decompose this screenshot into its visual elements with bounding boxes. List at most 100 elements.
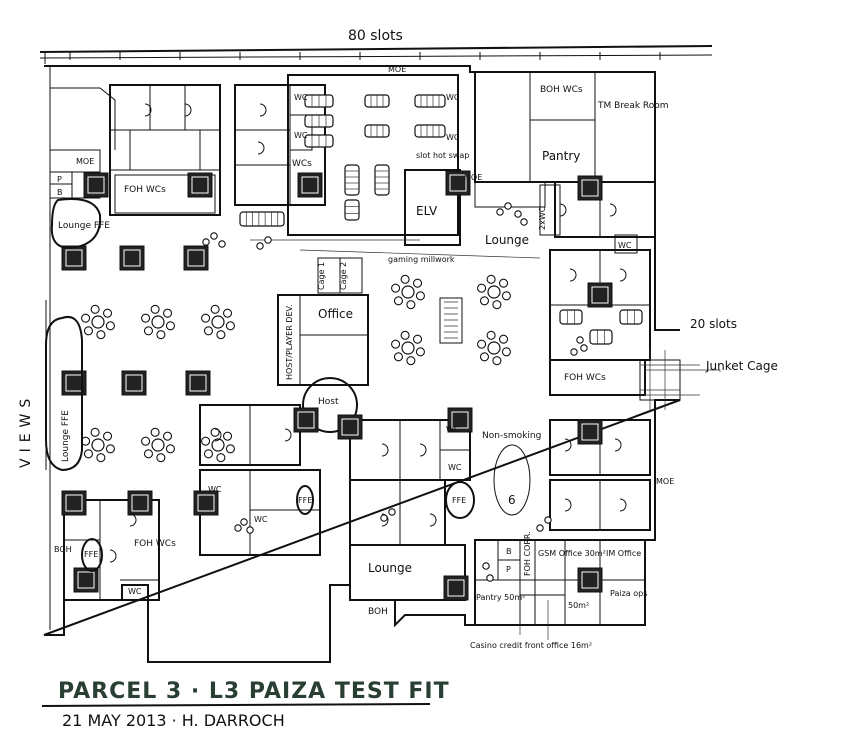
column	[577, 175, 603, 201]
lounge-center-label: Lounge	[485, 233, 529, 247]
slot-bank-body	[344, 164, 360, 196]
lounge-chair	[486, 574, 494, 582]
office-center-label: Office	[318, 307, 353, 321]
lounge-chair	[580, 344, 588, 352]
lounge-bottom-label: Lounge	[368, 561, 412, 575]
lounge-chair	[246, 526, 254, 534]
table-chair	[143, 449, 154, 459]
slot-bank	[344, 199, 360, 221]
slots-top-label: 80 slots	[348, 28, 403, 44]
door-swing	[569, 268, 577, 282]
table-chair	[400, 330, 410, 340]
lounge-chair	[202, 238, 210, 246]
ffe-shapes	[45, 198, 475, 572]
gsm-office-label: GSM Office 30m²	[538, 549, 606, 558]
table-chair	[486, 274, 496, 284]
column-inner	[451, 411, 469, 429]
wc-right-1-label: WC	[618, 241, 632, 250]
column-inner	[447, 579, 465, 597]
column-inner	[65, 249, 83, 267]
slot-banks-group	[239, 94, 643, 345]
door-swing	[144, 103, 152, 117]
casino-credit-label: Casino credit front office 16m²	[470, 641, 592, 650]
wc-ns-1-label: WC	[446, 425, 460, 434]
table-chair	[81, 313, 91, 323]
table-chair	[102, 431, 113, 441]
column-inner	[591, 286, 609, 304]
table-chair	[90, 427, 100, 437]
pantry-top-label: Pantry	[542, 149, 580, 163]
slot-bank-body	[559, 309, 583, 325]
slot-bank	[559, 309, 583, 325]
table-chair	[391, 283, 401, 293]
lounge-chair	[536, 524, 544, 532]
moe-top-label: MOE	[388, 65, 406, 74]
table-chair	[210, 427, 220, 437]
slot-bank-body	[344, 199, 360, 221]
p-left-label: P	[57, 175, 62, 184]
column	[297, 172, 323, 198]
round-table	[141, 427, 175, 463]
wcs-center-label: WCs	[292, 159, 312, 169]
slot-bank	[364, 124, 390, 138]
table-chair	[156, 330, 166, 340]
slot-bank-body	[414, 94, 446, 108]
slot-bank	[304, 94, 334, 108]
foh-wcs-top-label: FOH WCs	[124, 185, 166, 195]
round-table	[477, 274, 511, 310]
table-top	[487, 285, 501, 299]
table-chair	[216, 453, 226, 463]
round-table	[201, 304, 235, 340]
slot-bank	[619, 309, 643, 325]
column-inner	[189, 374, 207, 392]
central-blocks	[63, 257, 646, 626]
table-chair	[203, 326, 214, 336]
table-chair	[201, 313, 211, 323]
wc-ns-2-label: WC	[448, 463, 462, 472]
column	[293, 407, 319, 433]
table-chair	[225, 444, 235, 454]
table-chair	[501, 347, 511, 357]
table-chair	[479, 352, 490, 362]
column	[447, 407, 473, 433]
slot-bank	[239, 211, 285, 227]
column	[127, 490, 153, 516]
lounge-chair	[256, 242, 264, 250]
table-chair	[105, 444, 115, 454]
table-chair	[105, 321, 115, 331]
lounge-chair	[482, 562, 490, 570]
door-swing	[184, 103, 192, 117]
lounge-ffe-left-shape	[50, 198, 102, 250]
round-table	[391, 274, 425, 310]
area-50-label: 50m²	[568, 601, 589, 610]
column-inner	[125, 374, 143, 392]
column	[61, 490, 87, 516]
slot-bank-body	[589, 329, 613, 345]
lounge-ffe-vertical-label: Lounge FFE	[61, 410, 71, 462]
table-chair	[479, 296, 490, 306]
table-chair	[141, 436, 151, 446]
round-table	[81, 427, 115, 463]
wc-bottom-mid2-label: WC	[254, 515, 268, 524]
plan-labels: 80 slots 20 slots Junket Cage MOE MOE MO…	[18, 28, 778, 650]
lounge-chair	[496, 208, 504, 216]
table-chair	[210, 304, 220, 314]
door-swing	[259, 103, 267, 117]
table-chair	[477, 283, 487, 293]
lounge-chair	[576, 336, 584, 344]
right-rooms	[549, 249, 721, 531]
slot-bank-body	[239, 211, 285, 227]
wc-c-label: WC	[446, 93, 460, 102]
table-chair	[492, 300, 502, 310]
column	[61, 245, 87, 271]
slots-right-label: 20 slots	[690, 317, 737, 331]
paiza-ops-label: Paiza ops	[610, 589, 647, 598]
column-inner	[197, 494, 215, 512]
column-inner	[297, 411, 315, 429]
column	[193, 490, 219, 516]
lounge-chair	[264, 236, 272, 244]
lounge-chair	[218, 240, 226, 248]
slot-bank	[364, 94, 390, 108]
column	[73, 567, 99, 593]
column-inner	[341, 418, 359, 436]
